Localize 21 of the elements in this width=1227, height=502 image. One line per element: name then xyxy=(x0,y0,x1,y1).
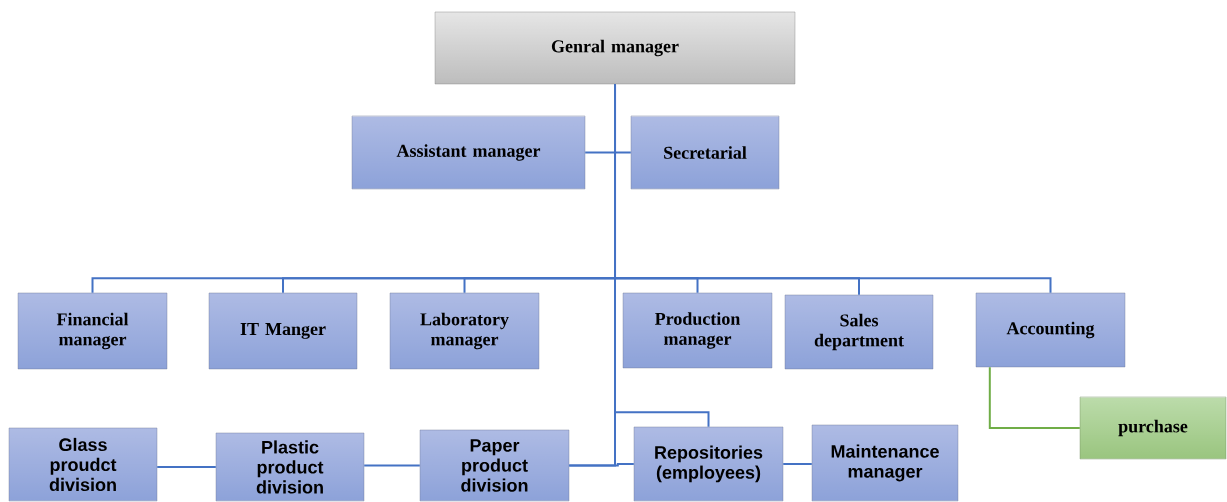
connector-line xyxy=(614,83,710,428)
connector-line xyxy=(568,463,635,467)
connector-line xyxy=(156,466,217,468)
department-box: Secretarial xyxy=(630,115,780,190)
department-box: Laboratory manager xyxy=(389,292,540,370)
division-box: Repositories (employees) xyxy=(633,426,784,502)
connector-line xyxy=(988,366,1081,429)
division-box: Plastic product division xyxy=(215,432,365,502)
department-box: IT Manger xyxy=(208,292,358,370)
manager-box: Genral manager xyxy=(434,11,796,85)
department-box: Assistant manager xyxy=(351,115,586,190)
department-box: purchase xyxy=(1079,396,1227,460)
connector-line xyxy=(782,463,813,465)
division-box: Maintenance manager xyxy=(811,424,959,502)
department-box: Financial manager xyxy=(17,292,168,370)
division-box: Paper product division xyxy=(419,429,570,502)
connector-line xyxy=(363,464,421,467)
department-box: Sales department xyxy=(784,294,934,370)
division-box: Glass proudct division xyxy=(8,427,158,502)
department-box: Production manager xyxy=(622,292,773,369)
department-box: Accounting xyxy=(975,292,1126,368)
